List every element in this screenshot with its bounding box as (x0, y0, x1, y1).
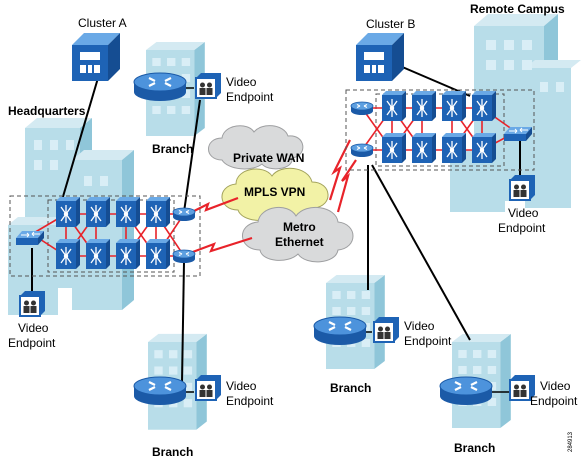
branch-label-top: Branch (152, 142, 193, 156)
video-label-branch-bottom-right: Video (540, 379, 571, 393)
video-endpoint-icon-hq (19, 290, 46, 317)
link-branch-top (183, 99, 201, 213)
branch-label-bottom-right: Branch (454, 441, 495, 455)
endpoint-label-branch-bottom-right: Endpoint (530, 394, 578, 408)
branch-router-bottom-mid (312, 315, 368, 347)
video-endpoint-icon-remote (509, 174, 536, 201)
cluster-b-label: Cluster B (366, 17, 415, 31)
ethernet-label: Ethernet (275, 235, 324, 249)
endpoint-label-hq: Endpoint (8, 336, 56, 350)
branch-router-bottom-right (438, 375, 494, 407)
endpoint-label-branch-top: Endpoint (226, 90, 274, 104)
endpoint-label-remote: Endpoint (498, 221, 546, 235)
video-endpoint-icon-branch-bottom-left (195, 374, 222, 401)
cluster-b-server (356, 33, 404, 81)
video-label-branch-bottom-left: Video (226, 379, 257, 393)
private-wan-label: Private WAN (233, 151, 304, 165)
link-branch-bottom-right (371, 164, 471, 341)
branch-label-bottom-left: Branch (152, 445, 193, 459)
metro-ethernet-cloud (242, 207, 354, 263)
branch-router-bottom-left (132, 375, 188, 407)
hq-core-mesh (9, 195, 201, 277)
cluster-a-server (72, 33, 120, 81)
remote-campus-label: Remote Campus (470, 2, 565, 16)
video-endpoint-icon-branch-bottom-mid (373, 316, 400, 343)
endpoint-label-branch-bottom-mid: Endpoint (404, 334, 452, 348)
figure-id-label: 284913 (568, 431, 574, 452)
remote-campus-mesh (345, 89, 535, 171)
link-cluster-a (61, 77, 99, 201)
wan-links (189, 139, 357, 255)
cluster-a-label: Cluster A (78, 16, 127, 30)
video-label-hq: Video (18, 321, 49, 335)
video-endpoint-icon-branch-top (195, 72, 222, 99)
branch-router-top (132, 71, 188, 103)
video-label-branch-bottom-mid: Video (404, 319, 435, 333)
video-label-remote: Video (508, 206, 539, 220)
private-wan-cloud (208, 125, 304, 170)
link-branch-bottom-left (181, 261, 185, 383)
endpoint-label-branch-bottom-left: Endpoint (226, 394, 274, 408)
headquarters-label: Headquarters (8, 104, 86, 118)
metro-label: Metro (283, 220, 316, 234)
mpls-vpn-label: MPLS VPN (244, 185, 305, 199)
branch-label-bottom-mid: Branch (330, 381, 371, 395)
video-label-branch-top: Video (226, 75, 257, 89)
